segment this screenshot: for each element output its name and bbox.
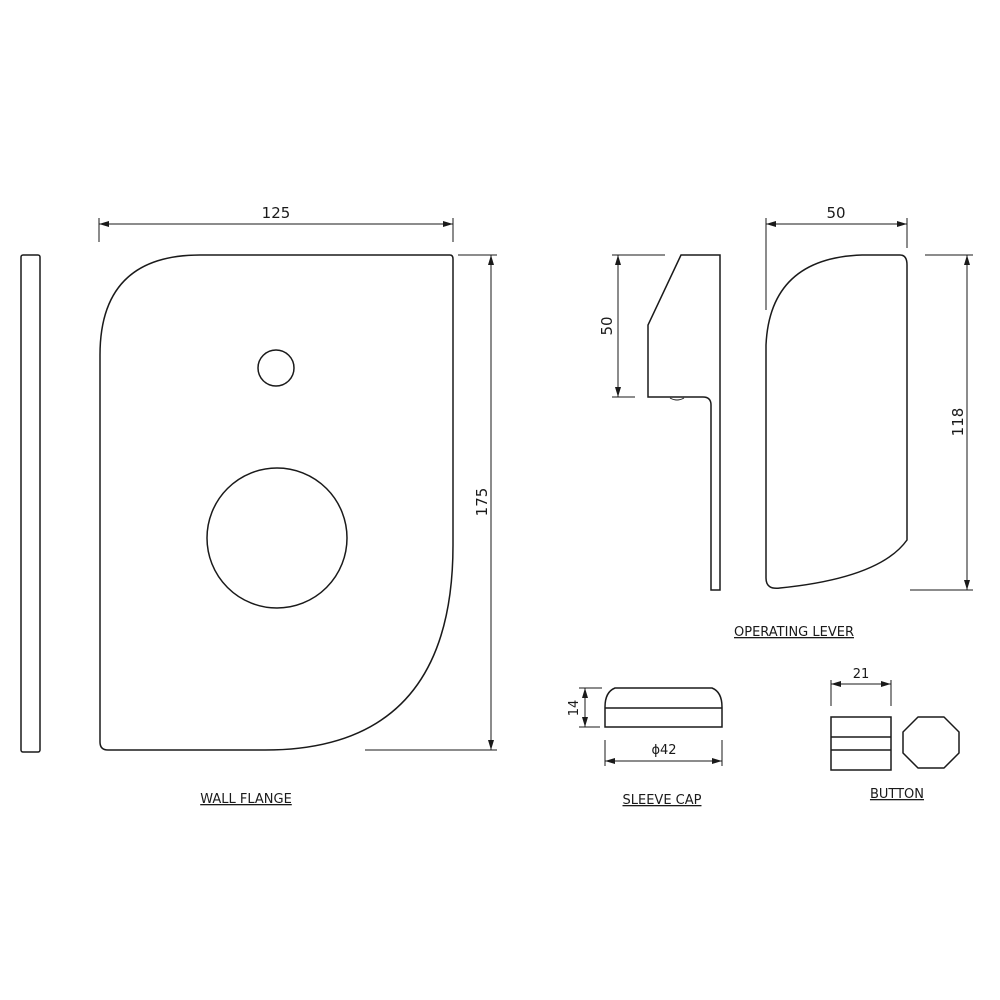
dimension-text: 21 xyxy=(853,667,870,682)
button-width-dimension: 21 xyxy=(830,667,892,706)
dimension-text: 175 xyxy=(473,488,491,517)
button-side-view xyxy=(830,716,892,771)
operating-lever: 50 50 118 OPERATING LEVER xyxy=(598,204,973,640)
lever-pin xyxy=(669,397,685,401)
flange-side-view xyxy=(20,254,41,753)
dimension-text: 14 xyxy=(567,700,582,717)
lever-side-height-dimension: 50 xyxy=(598,254,665,398)
dimension-text: 50 xyxy=(598,316,616,335)
dimension-text: 118 xyxy=(949,408,967,437)
button-part: 21 BUTTON xyxy=(830,667,960,802)
operating-lever-label: OPERATING LEVER xyxy=(734,625,854,640)
wall-flange: 125 175 WALL FLANGE xyxy=(20,204,497,807)
dimension-text: 125 xyxy=(262,204,291,222)
wall-flange-label: WALL FLANGE xyxy=(200,792,292,807)
lever-front-width-dimension: 50 xyxy=(765,204,908,310)
flange-height-dimension: 175 xyxy=(365,254,497,751)
lever-front-height-dimension: 118 xyxy=(910,254,973,591)
sleeve-cap-diameter-dimension: ϕ42 xyxy=(604,740,723,766)
small-hole xyxy=(257,349,295,387)
lever-side-view xyxy=(647,254,721,591)
dimension-text: 50 xyxy=(826,204,845,222)
lever-front-view xyxy=(765,254,908,590)
sleeve-cap-height-dimension: 14 xyxy=(567,687,602,728)
button-top-view xyxy=(902,716,960,769)
sleeve-cap-label: SLEEVE CAP xyxy=(623,793,702,808)
button-label: BUTTON xyxy=(870,787,924,802)
large-hole xyxy=(206,467,348,609)
sleeve-cap: 14 ϕ42 SLEEVE CAP xyxy=(567,687,723,808)
flange-width-dimension: 125 xyxy=(98,204,454,242)
flange-front-view xyxy=(99,254,454,751)
sleeve-cap-body xyxy=(604,687,723,728)
dimension-text: ϕ42 xyxy=(651,743,676,758)
